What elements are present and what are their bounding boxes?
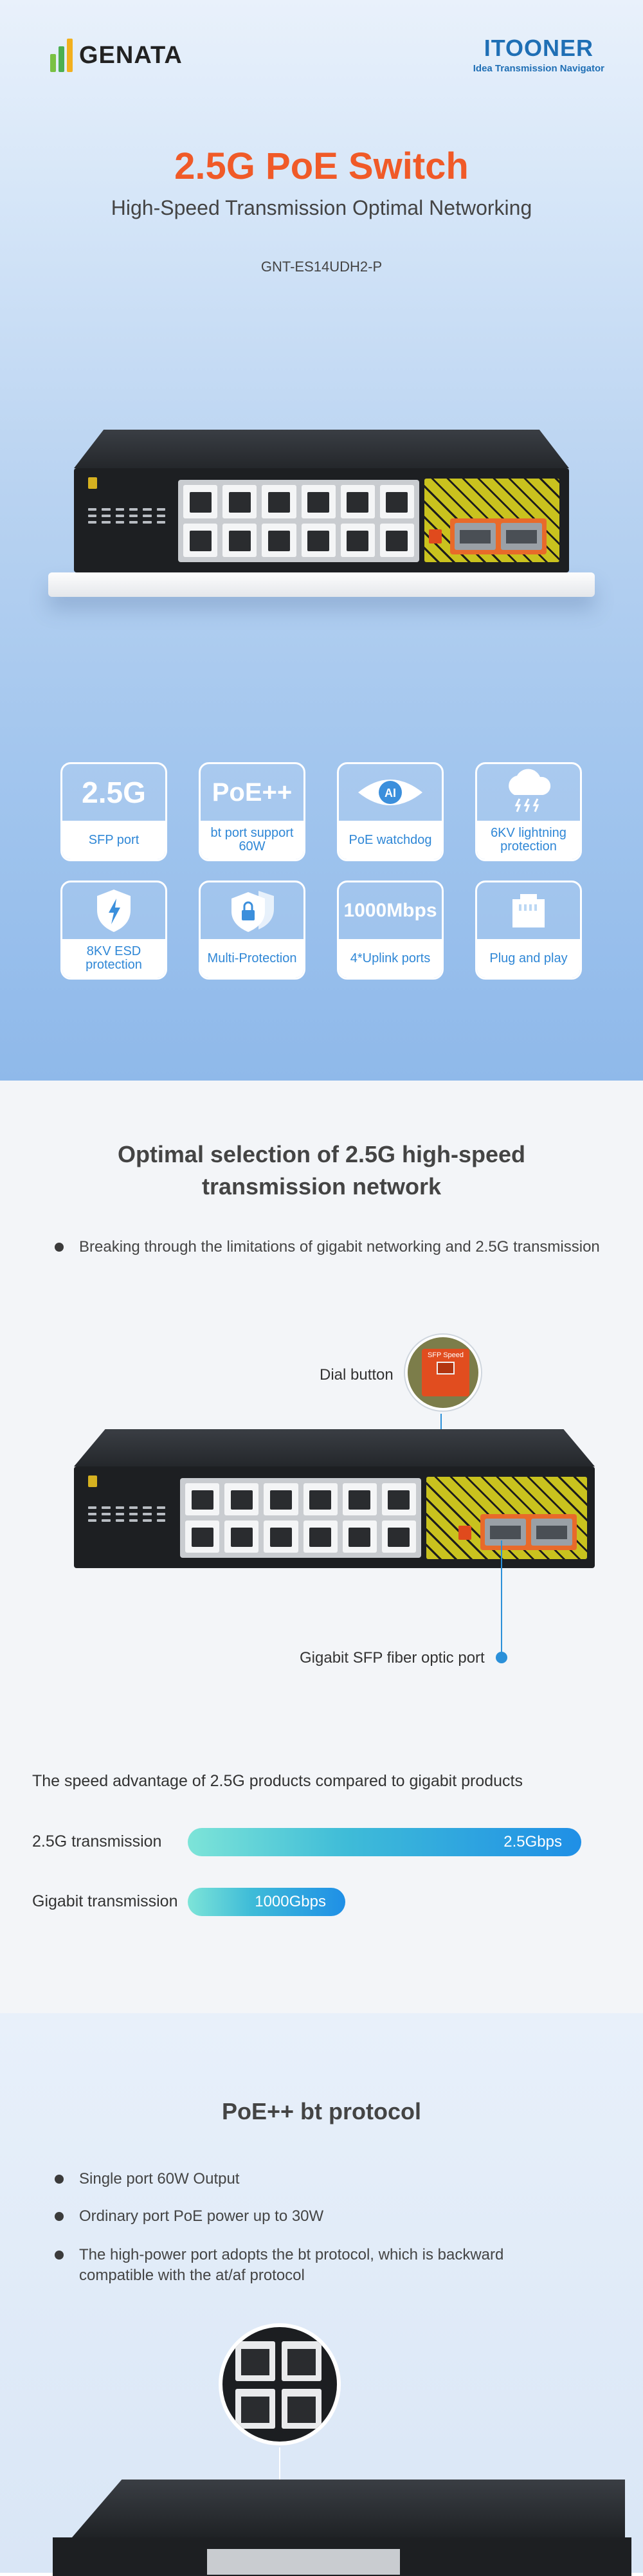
feature-poe-text: PoE++: [212, 778, 293, 807]
feature-2-5g-text: 2.5G: [82, 776, 146, 809]
switch-detail-image: [48, 1429, 595, 1577]
section3-bullet: Single port 60W Output: [55, 2169, 582, 2189]
feature-label: Plug and play: [477, 939, 580, 978]
switch-partial-image: [46, 2480, 631, 2576]
poe-port-zoom: [219, 2323, 341, 2445]
genata-brand-name: GENATA: [79, 41, 183, 69]
speed-bar-2-5g-value: 2.5Gbps: [503, 1833, 562, 1850]
speed-bar-gigabit-value: 1000Gbps: [255, 1893, 326, 1910]
feature-label: Multi-Protection: [201, 939, 303, 978]
feature-label: 6KV lightning protection: [477, 821, 580, 859]
feature-card-esd: 8KV ESD protection: [60, 881, 167, 980]
svg-text:AI: AI: [385, 787, 396, 799]
feature-label: 8KV ESD protection: [62, 939, 165, 978]
section3-bullet: The high-power port adopts the bt protoc…: [55, 2245, 518, 2287]
itooner-brand-name: ITOONER: [484, 35, 594, 61]
cloud-lightning-icon: [509, 769, 551, 812]
feature-card-uplink: 1000Mbps 4*Uplink ports: [337, 881, 444, 980]
feature-label: SFP port: [62, 821, 165, 859]
feature-label: 4*Uplink ports: [339, 939, 442, 978]
feature-label: bt port support 60W: [201, 821, 303, 859]
feature-card-plug: Plug and play: [475, 881, 582, 980]
genata-logo-icon: [50, 39, 73, 72]
genata-logo: GENATA: [50, 39, 183, 72]
shield-lock-icon: [231, 891, 274, 932]
sfp-callout-dot: [496, 1652, 507, 1663]
section2-title: Optimal selection of 2.5G high-speed tra…: [117, 1141, 526, 1200]
section3-title: PoE++ bt protocol: [221, 2098, 422, 2124]
dial-button-label: Dial button: [320, 1366, 394, 1384]
hero-model-number: GNT-ES14UDH2-P: [260, 259, 383, 275]
dial-panel-text: SFP Speed: [427, 1351, 464, 1359]
sfp-port-label: Gigabit SFP fiber optic port: [300, 1649, 485, 1667]
section3-bullet: Ordinary port PoE power up to 30W: [55, 2206, 582, 2227]
feature-grid: 2.5G SFP port PoE++ bt port support 60W …: [60, 762, 584, 980]
feature-card-watchdog: AI PoE watchdog: [337, 762, 444, 861]
hero-subtitle: High-Speed Transmission Optimal Networki…: [111, 196, 532, 219]
speed-row-2-5g-label: 2.5G transmission: [32, 1832, 162, 1850]
itooner-logo: ITOONER Idea Transmission Navigator: [473, 35, 604, 74]
speed-comparison-title: The speed advantage of 2.5G products com…: [32, 1772, 523, 1790]
ai-eye-icon: AI: [358, 780, 422, 805]
speed-row-gigabit-label: Gigabit transmission: [32, 1892, 178, 1910]
sfp-callout-line: [501, 1540, 502, 1655]
feature-1000mbps-text: 1000Mbps: [343, 900, 437, 921]
poe-zoom-line: [279, 2447, 280, 2480]
hero-title: 2.5G PoE Switch: [174, 145, 469, 187]
feature-card-poe: PoE++ bt port support 60W: [199, 762, 305, 861]
feature-card-sfp: 2.5G SFP port: [60, 762, 167, 861]
ethernet-port-icon: [512, 894, 545, 927]
feature-card-lightning: 6KV lightning protection: [475, 762, 582, 861]
section2-bullet: Breaking through the limitations of giga…: [55, 1237, 620, 1257]
switch-product-image: [48, 430, 595, 623]
speed-bar-gigabit: 1000Gbps: [188, 1888, 345, 1916]
speed-bar-2-5g: 2.5Gbps: [188, 1828, 581, 1856]
feature-label: PoE watchdog: [339, 821, 442, 859]
hero-section: GENATA ITOONER Idea Transmission Navigat…: [0, 0, 643, 1081]
feature-card-protection: Multi-Protection: [199, 881, 305, 980]
dial-button-zoom: SFP Speed: [405, 1335, 481, 1411]
shield-bolt-icon: [97, 890, 131, 932]
itooner-tagline: Idea Transmission Navigator: [473, 63, 604, 74]
